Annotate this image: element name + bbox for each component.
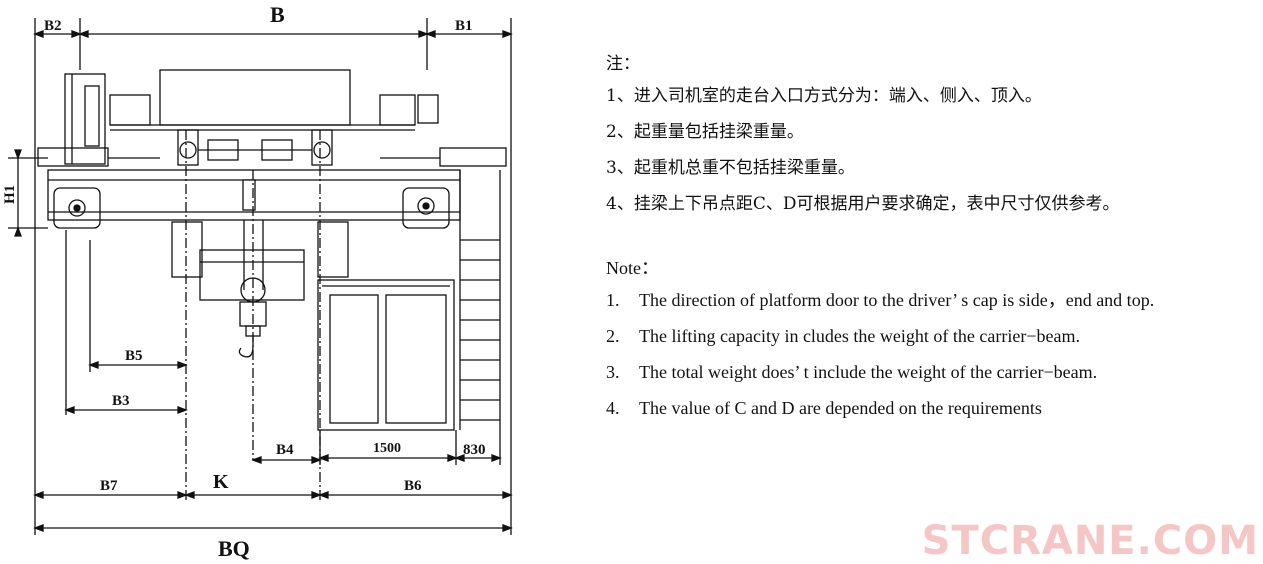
dim-label-b6: B6	[404, 478, 422, 494]
note-en-item: 2. The lifting capacity in cludes the we…	[606, 326, 1256, 346]
note-cn-item: 2、起重量包括挂梁重量。	[606, 122, 804, 142]
note-en-number: 1.	[606, 290, 620, 310]
dim-label-b3: B3	[112, 393, 130, 409]
dim-label-b4: B4	[276, 442, 294, 458]
watermark: STCRANE.COM	[921, 518, 1259, 564]
dim-label-b2: B2	[44, 18, 62, 34]
crane-end-view-drawing: B B2 B1 H1 B5 B3 B4 1500 830 B7 K B6 BQ	[2, 2, 513, 561]
dim-label-h1: H1	[2, 185, 18, 204]
note-en-item: 1. The direction of platform door to the…	[606, 290, 1256, 310]
note-en-number: 3.	[606, 362, 620, 382]
dim-label-b1: B1	[455, 18, 473, 34]
dim-label-b: B	[270, 2, 285, 27]
note-en-text: The value of C and D are depended on the…	[639, 398, 1042, 418]
note-en-item: 3. The total weight does’ t include the …	[606, 362, 1256, 382]
dim-label-bq: BQ	[218, 536, 250, 561]
dim-label-830: 830	[463, 442, 486, 458]
notes-en-title: Note：	[606, 258, 659, 278]
note-en-item: 4. The value of C and D are depended on …	[606, 398, 1256, 418]
note-en-text: The direction of platform door to the dr…	[639, 290, 1155, 310]
note-en-number: 4.	[606, 398, 620, 418]
dim-label-k: K	[213, 471, 229, 493]
notes-cn-title: 注：	[606, 54, 640, 74]
note-cn-item: 4、挂梁上下吊点距C、D可根据用户要求确定，表中尺寸仅供参考。	[606, 194, 1120, 214]
dim-label-b7: B7	[100, 478, 118, 494]
dim-label-1500: 1500	[373, 441, 401, 456]
note-cn-item: 1、进入司机室的走台入口方式分为：端入、侧入、顶入。	[606, 86, 1042, 106]
dim-label-b5: B5	[125, 348, 143, 364]
note-en-number: 2.	[606, 326, 620, 346]
note-en-text: The total weight does’ t include the wei…	[639, 362, 1098, 382]
note-cn-item: 3、起重机总重不包括挂梁重量。	[606, 158, 855, 178]
notes-panel: 注： 1、进入司机室的走台入口方式分为：端入、侧入、顶入。 2、起重量包括挂梁重…	[606, 54, 1256, 434]
note-en-text: The lifting capacity in cludes the weigh…	[639, 326, 1080, 346]
